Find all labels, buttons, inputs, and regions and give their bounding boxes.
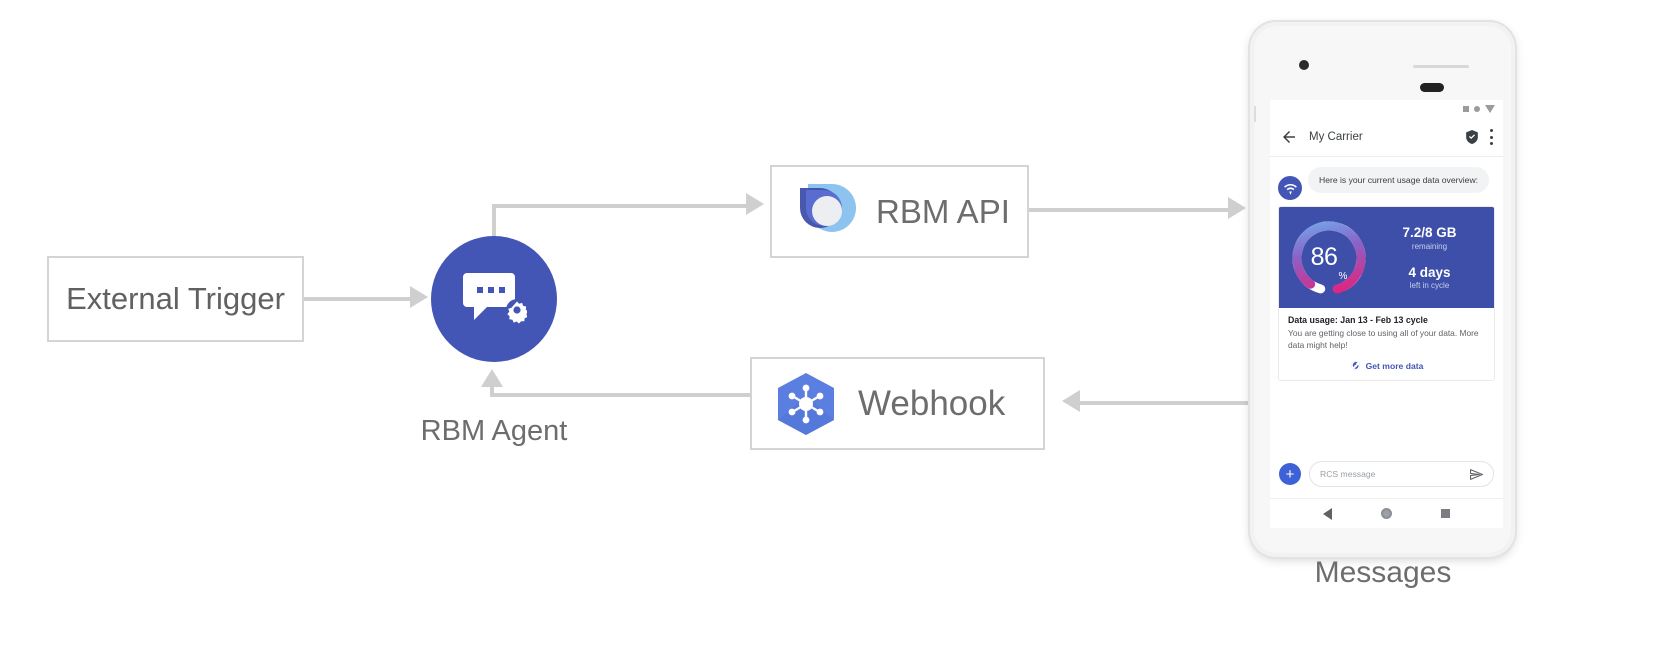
connector-agent-up — [492, 204, 496, 252]
verified-shield-icon — [1466, 130, 1478, 144]
get-more-data-label: Get more data — [1365, 360, 1424, 371]
plus-icon: + — [1285, 465, 1295, 483]
get-more-data-button[interactable]: Get more data — [1288, 360, 1485, 374]
stat-data-remaining-label: remaining — [1411, 241, 1448, 251]
stat-data-remaining-value: 7.2/8 GB — [1402, 224, 1457, 240]
rcs-message-input[interactable]: RCS message — [1309, 461, 1494, 487]
rcs-message-placeholder: RCS message — [1320, 469, 1376, 479]
gauge-panel: 86 % 7.2/8 GB remaining 4 days left in c… — [1279, 207, 1494, 308]
connector-agent-up-from-webhook — [490, 387, 494, 397]
nav-recents-icon[interactable] — [1441, 509, 1451, 518]
phone-body: My Carrier — [1254, 26, 1511, 553]
arrowhead-trigger-to-agent — [410, 286, 428, 308]
external-trigger-label: External Trigger — [66, 281, 285, 316]
stat-days-left-value: 4 days — [1408, 264, 1451, 280]
webhook-node[interactable]: Webhook — [750, 357, 1045, 450]
stat-spacer — [1373, 251, 1486, 265]
wifi-dot-icon — [1474, 106, 1480, 112]
gauge-percent-readout: 86 % — [1287, 216, 1371, 300]
bot-message-bubble: Here is your current usage data overview… — [1308, 167, 1490, 194]
data-usage-rich-card[interactable]: 86 % 7.2/8 GB remaining 4 days left in c… — [1278, 206, 1495, 382]
stat-days-left-label: left in cycle — [1409, 281, 1450, 291]
phone-device: My Carrier — [1250, 22, 1515, 557]
connector-trigger-to-agent — [304, 297, 412, 301]
conversation-title: My Carrier — [1309, 131, 1363, 143]
globe-icon — [1350, 361, 1360, 371]
usage-gauge: 86 % — [1287, 216, 1371, 300]
connector-rbmapi-to-phone — [1029, 208, 1230, 212]
front-camera-icon — [1299, 60, 1309, 70]
gauge-percent-symbol: % — [1338, 270, 1348, 282]
conversation-area: Here is your current usage data overview… — [1270, 157, 1503, 487]
external-trigger-node[interactable]: External Trigger — [47, 256, 304, 342]
app-bar: My Carrier — [1270, 118, 1503, 157]
arrowhead-agent-to-rbmapi — [746, 193, 764, 215]
arrowhead-phone-to-webhook — [1062, 390, 1080, 412]
phone-side-button-left — [1254, 106, 1256, 122]
send-arrow-icon[interactable] — [1470, 468, 1483, 480]
earpiece-speaker — [1420, 83, 1444, 92]
phone-caption: Messages — [1314, 556, 1452, 589]
usage-stats: 7.2/8 GB remaining 4 days left in cycle — [1371, 225, 1486, 290]
connector-agent-to-rbmapi — [492, 204, 748, 208]
add-attachment-button[interactable]: + — [1279, 463, 1301, 485]
rich-card-description: You are getting close to using all of yo… — [1288, 328, 1479, 351]
back-arrow-icon[interactable] — [1280, 128, 1298, 146]
gauge-percent-value: 86 — [1310, 243, 1338, 271]
chat-gear-icon — [463, 273, 527, 324]
webhook-hexagon-icon — [778, 372, 834, 435]
rich-card-body: Data usage: Jan 13 - Feb 13 cycle You ar… — [1279, 308, 1494, 380]
proximity-sensor-icon — [1413, 65, 1469, 68]
connector-webhook-to-agent — [492, 393, 750, 397]
arrowhead-rbmapi-to-phone — [1228, 197, 1246, 219]
rbm-api-node[interactable]: RBM API — [770, 165, 1029, 258]
carrier-wifi-avatar-icon — [1278, 176, 1302, 200]
android-nav-bar — [1270, 498, 1503, 528]
rbm-api-label: RBM API — [876, 192, 1010, 230]
webhook-label: Webhook — [858, 383, 1006, 423]
rich-card-title: Data usage: Jan 13 - Feb 13 cycle — [1288, 315, 1428, 325]
arrowhead-webhook-to-agent — [481, 369, 503, 387]
signal-square-icon — [1463, 106, 1469, 112]
status-bar — [1270, 100, 1503, 118]
overflow-menu-icon[interactable] — [1489, 129, 1493, 145]
rbm-droplet-icon — [800, 183, 856, 232]
connector-phone-to-webhook — [1080, 401, 1250, 405]
bot-message-row: Here is your current usage data overview… — [1278, 167, 1495, 200]
battery-triangle-icon — [1485, 105, 1495, 113]
rbm-agent-caption: RBM Agent — [420, 415, 568, 447]
rbm-agent-node[interactable] — [431, 236, 557, 362]
phone-screen: My Carrier — [1270, 100, 1503, 528]
message-composer: + RCS message — [1270, 454, 1503, 494]
nav-home-icon[interactable] — [1380, 508, 1392, 519]
nav-back-icon[interactable] — [1322, 507, 1332, 520]
